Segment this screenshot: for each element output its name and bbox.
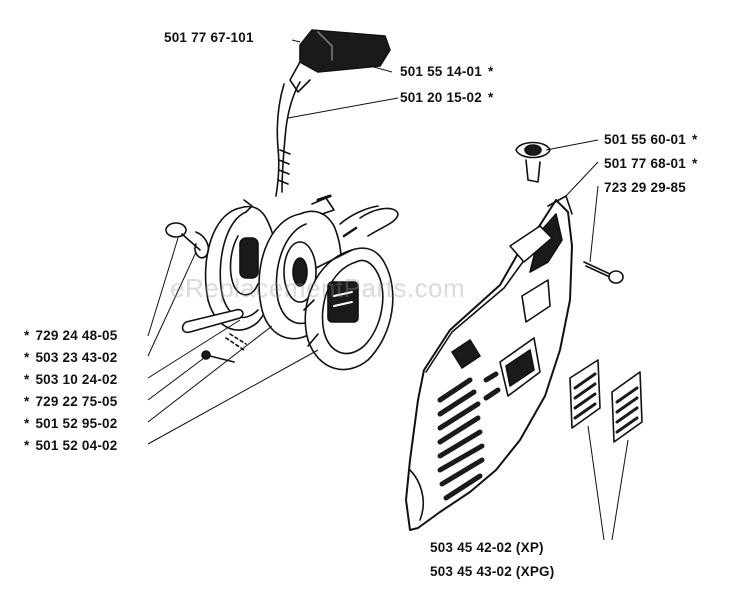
part-label-spring-disc: * 501 52 95-02 [24,416,117,432]
star-mark: * [24,394,30,409]
part-label-spring: * 503 10 24-02 [24,372,117,388]
star-mark: * [487,64,494,79]
star-mark: * [24,372,30,387]
part-label-cover: 501 77 68-01 * [604,156,697,172]
small-screw [201,333,247,363]
star-mark: * [487,90,494,105]
part-label-flywheel: * 501 52 04-02 [24,438,117,454]
star-mark: * [691,156,698,171]
part-number: 723 29 29-85 [604,180,686,195]
filter-screen-xp [569,359,601,429]
part-label-cover-screw: 723 29 29-85 [604,180,686,196]
part-label-screen-xp: 503 45 42-02 (XP) [430,540,544,556]
part-number: 503 45 42-02 (XP) [430,540,544,555]
star-mark: * [691,132,698,147]
spring-pin [181,308,244,334]
flywheel-fan [303,205,399,371]
star-mark: * [24,328,30,343]
part-label-small-screw: * 729 22 75-05 [24,394,117,410]
watermark: eReplacementParts.com [170,273,466,303]
star-mark: * [24,416,30,431]
part-label-pulley-screw: * 729 24 48-05 [24,328,117,344]
part-label-handle: 501 77 67-101 [164,30,254,46]
part-number: 501 52 95-02 [35,416,118,431]
part-label-rope: 501 20 15-02 * [400,90,493,106]
part-number: 501 52 04-02 [35,438,118,453]
part-number: 503 10 24-02 [35,372,118,387]
cover-washer [515,141,551,183]
part-number: 501 77 67-101 [164,30,254,45]
leader-lines [147,39,629,541]
part-label-pulley: * 503 23 43-02 [24,350,117,366]
part-number: 501 20 15-02 [400,90,482,105]
starter-handle [289,29,391,93]
star-mark: * [24,350,30,365]
pulley-screw [165,222,210,259]
rope-pulley [204,199,278,331]
part-number: 729 24 48-05 [35,328,118,343]
part-number: 503 23 43-02 [35,350,118,365]
part-label-handle-insert: 501 55 14-01 * [400,64,493,80]
starter-rope [275,81,301,197]
starter-cover [405,195,573,531]
part-number: 501 55 60-01 [604,132,686,147]
cover-screw [583,261,624,284]
part-number: 501 77 68-01 [604,156,686,171]
filter-screen-xpg [611,371,643,443]
part-number: 501 55 14-01 [400,64,482,79]
part-number: 503 45 43-02 (XPG) [430,564,555,579]
part-label-washer: 501 55 60-01 * [604,132,697,148]
part-label-screen-xpg: 503 45 43-02 (XPG) [430,564,554,580]
star-mark: * [24,438,30,453]
part-number: 729 22 75-05 [35,394,118,409]
